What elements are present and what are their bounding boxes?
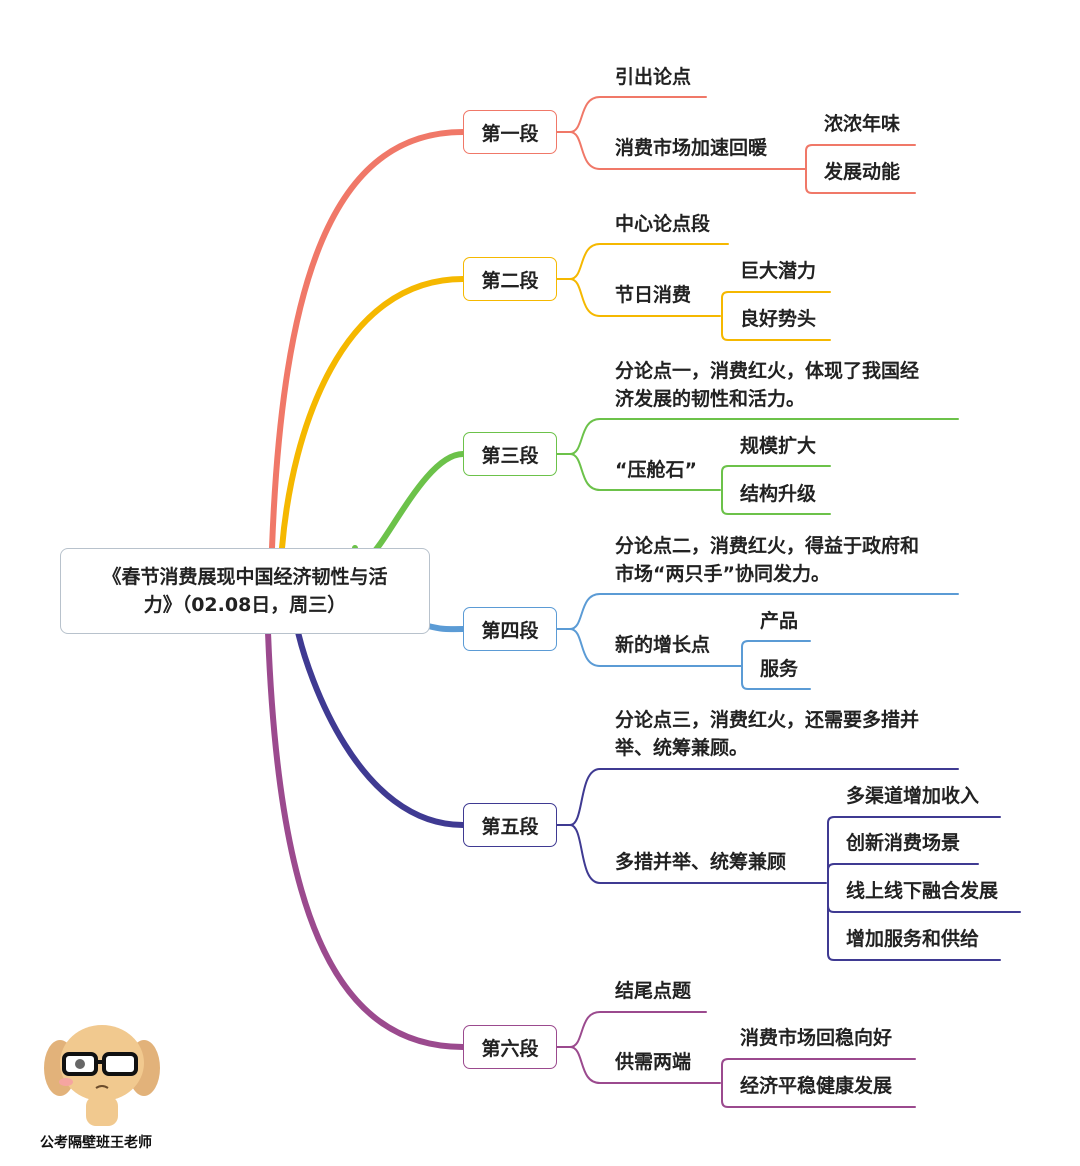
subchild-connector: [827, 863, 979, 884]
child-node[interactable]: 节日消费: [615, 284, 692, 306]
subchild-node[interactable]: 服务: [760, 658, 799, 680]
child-connector: [555, 453, 721, 491]
root-topic[interactable]: 《春节消费展现中国经济韧性与活 力》（02.08日，周三）: [60, 548, 430, 634]
child-node[interactable]: 新的增长点: [615, 634, 711, 656]
subchild-connector: [721, 465, 831, 491]
subchild-node[interactable]: 多渠道增加收入: [846, 785, 980, 807]
child-connector: [555, 628, 743, 667]
child-connector: [555, 593, 959, 630]
child-connector: [555, 131, 807, 170]
watermark-text: 公考隔壁班王老师: [40, 1135, 152, 1151]
subchild-node[interactable]: 增加服务和供给: [846, 928, 980, 950]
subchild-node[interactable]: 创新消费场景: [846, 832, 961, 854]
child-node[interactable]: 引出论点: [615, 66, 692, 88]
root-title-line2: 力》（02.08日，周三）: [143, 594, 347, 616]
root-title-line1: 《春节消费展现中国经济韧性与活: [102, 566, 388, 588]
main-branch-5: [295, 629, 466, 828]
child-node[interactable]: 中心论点段: [615, 213, 711, 235]
subchild-node[interactable]: 规模扩大: [740, 435, 817, 457]
child-connector: [555, 1046, 721, 1084]
subchild-connector: [741, 640, 811, 667]
section-node-1[interactable]: 第一段: [463, 110, 557, 154]
section-node-5[interactable]: 第五段: [463, 803, 557, 847]
child-node[interactable]: 多措并举、统筹兼顾: [615, 851, 787, 873]
section-node-6[interactable]: 第六段: [463, 1025, 557, 1069]
main-branch-4: [425, 623, 466, 633]
section-node-4[interactable]: 第四段: [463, 607, 557, 651]
child-node[interactable]: 分论点三，消费红火，还需要多措并 举、统筹兼顾。: [615, 709, 920, 759]
main-branch-1: [269, 129, 466, 551]
child-node[interactable]: 分论点二，消费红火，得益于政府和 市场“两只手”协同发力。: [615, 535, 920, 585]
subchild-node[interactable]: 良好势头: [740, 308, 817, 330]
section-node-2[interactable]: 第二段: [463, 257, 557, 301]
child-connector: [555, 243, 729, 280]
child-node[interactable]: 结尾点题: [615, 980, 692, 1002]
subchild-node[interactable]: 巨大潜力: [740, 260, 817, 282]
main-branch-3: [352, 451, 466, 564]
subchild-connector: [827, 816, 1001, 884]
mascot-dog-icon: [44, 1025, 160, 1126]
subchild-node[interactable]: 发展动能: [824, 161, 901, 183]
child-connector: [555, 96, 707, 133]
subchild-connector: [741, 665, 811, 690]
subchild-connector: [721, 315, 831, 341]
subchild-connector: [827, 882, 1001, 961]
child-connector: [555, 278, 721, 317]
subchild-connector: [721, 489, 831, 515]
subchild-node[interactable]: 结构升级: [740, 483, 817, 505]
child-connector: [555, 824, 827, 884]
section-node-3[interactable]: 第三段: [463, 432, 557, 476]
child-node[interactable]: 供需两端: [615, 1051, 692, 1073]
subchild-connector: [805, 168, 916, 194]
subchild-connector: [721, 1082, 916, 1108]
subchild-node[interactable]: 浓浓年味: [824, 113, 901, 135]
main-branch-2: [279, 276, 466, 551]
subchild-node[interactable]: 消费市场回稳向好: [740, 1027, 893, 1049]
child-connector: [555, 1011, 707, 1048]
subchild-node[interactable]: 线上线下融合发展: [846, 880, 999, 902]
child-node[interactable]: “压舱石”: [615, 459, 697, 481]
main-branch-6: [265, 629, 466, 1050]
child-node[interactable]: 分论点一，消费红火，体现了我国经 济发展的韧性和活力。: [615, 360, 920, 410]
child-node[interactable]: 消费市场加速回暖: [615, 137, 768, 159]
subchild-connector: [805, 144, 916, 170]
subchild-node[interactable]: 经济平稳健康发展: [740, 1075, 893, 1097]
subchild-node[interactable]: 产品: [760, 610, 799, 632]
subchild-connector: [721, 291, 831, 317]
subchild-connector: [721, 1058, 916, 1084]
